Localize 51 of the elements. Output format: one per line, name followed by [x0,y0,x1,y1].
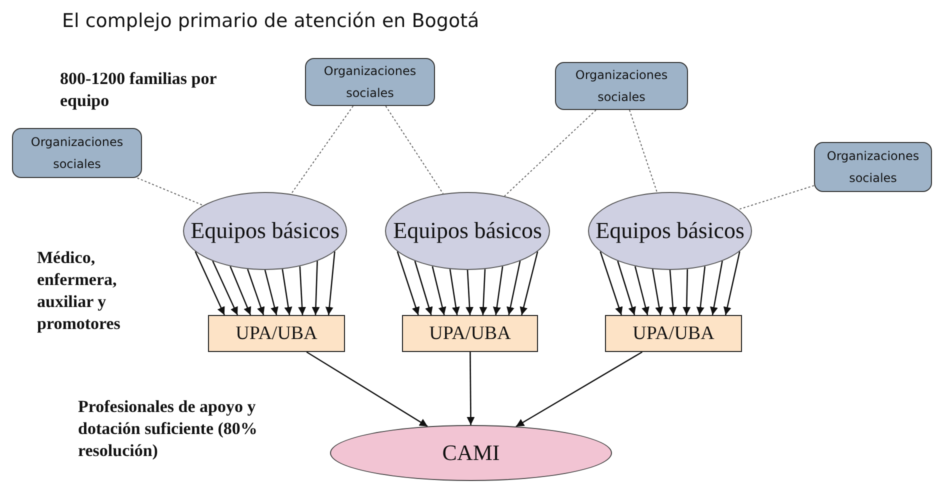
arrow [194,251,225,316]
arrow [520,251,538,316]
arrow [230,266,252,316]
arrow [264,270,278,316]
connector-line [385,106,444,194]
note-text: Profesionales de apoyo y dotación suficiente (80% resolución) [78,396,258,462]
arrow [246,268,265,316]
arrow [506,260,521,316]
arrow [282,269,292,316]
team-ellipse: Equipos básicos [385,192,550,270]
arrow [306,351,428,427]
connector-line [136,178,204,206]
center-ellipse: CAMI [330,425,612,481]
organization-box: Organizaciones sociales [814,142,932,192]
arrow [479,269,488,316]
arrow [466,352,475,425]
arrow [212,260,238,316]
team-ellipse: Equipos básicos [588,192,752,270]
arrow [634,266,650,316]
arrow [668,270,677,316]
arrow [396,251,420,316]
organization-box: Organizaciones sociales [555,62,688,110]
connector-line [629,110,658,193]
arrow [600,251,623,316]
diagram-title: El complejo primario de atención en Bogotá [62,10,480,32]
arrow [449,269,460,316]
unit-box: UPA/UBA [605,315,742,352]
arrow [298,266,306,316]
unit-box: UPA/UBA [402,315,538,352]
connector-line [290,106,354,194]
note-text: Médico, enfermera, auxiliar y promotores [37,247,122,335]
connector-line [504,110,596,197]
arrow [652,269,664,316]
arrow [516,351,643,428]
arrow [466,270,474,316]
organization-box: Organizaciones sociales [305,58,435,106]
arrow [325,251,336,316]
arrow [312,260,320,316]
arrow [414,260,433,316]
arrow [617,260,636,316]
arrow [696,266,706,316]
arrow [723,251,740,316]
unit-box: UPA/UBA [208,315,345,352]
arrow [682,269,691,316]
team-ellipse: Equipos básicos [183,192,347,270]
arrow [492,266,504,316]
connector-line [738,185,814,210]
arrow [710,260,723,316]
note-text: 800-1200 familias por equipo [60,68,218,112]
arrow [432,266,446,316]
organization-box: Organizaciones sociales [12,128,142,178]
